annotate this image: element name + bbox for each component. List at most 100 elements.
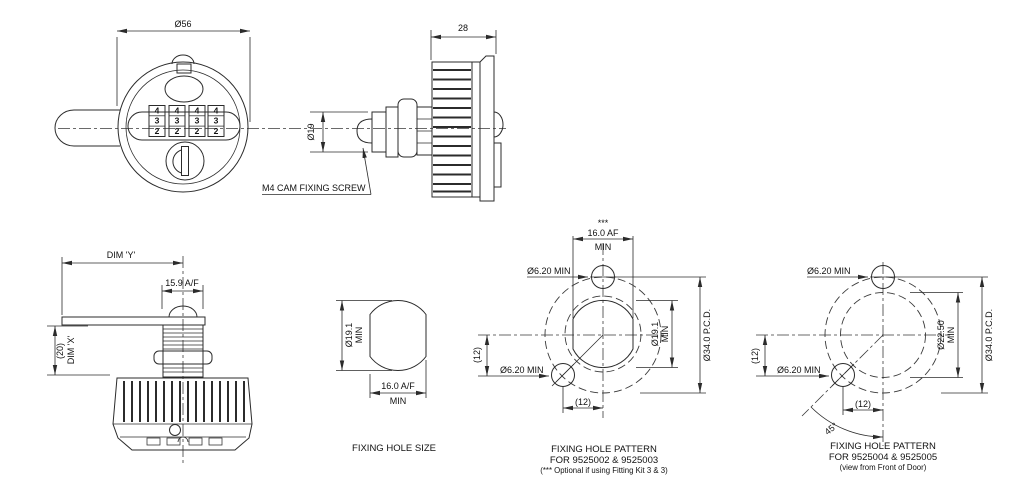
dial-digit: 3 — [195, 116, 200, 126]
shaft-cylinder — [371, 111, 387, 153]
dim-label: Ø19.1 — [650, 322, 660, 347]
dim-hole-diameter: Ø19.1 MIN — [336, 300, 392, 371]
screw-label: M4 CAM FIXING SCREW — [262, 183, 366, 193]
fixing-hole-bottom — [831, 363, 855, 387]
dial-digit: 4 — [155, 105, 160, 115]
dim-offset-vertical: (12) — [750, 335, 768, 376]
rear-window — [188, 437, 203, 446]
shaft-dome — [168, 305, 198, 318]
dim-pcd: Ø34.0 P.C.D. — [895, 276, 994, 394]
fixing-hole-bottom — [551, 363, 575, 387]
knob-ribs — [433, 69, 471, 193]
dim-diameter-56: Ø56 — [116, 19, 251, 122]
dial-wheel — [168, 105, 186, 137]
dim-label: Ø19 — [306, 123, 316, 140]
dim-depth-28: 28 — [430, 23, 497, 60]
dim-label: (12) — [472, 347, 482, 363]
dim-label: DIM 'X' — [66, 336, 76, 365]
dim-label: (20) — [55, 343, 65, 359]
dim-label: 16.0 AF — [587, 228, 619, 238]
dial-wheel — [207, 105, 225, 137]
top-tab-slot — [176, 63, 192, 74]
knob-rear — [112, 377, 253, 451]
dim-center-hole: Ø19.1 MIN — [636, 300, 678, 368]
dim-label: 28 — [458, 23, 468, 33]
cam-view: DIM 'Y' 15.9 A/F (20) DIM 'X' — [47, 250, 253, 463]
view-caption-note: (view from Front of Door) — [840, 463, 927, 472]
dim-label: MIN — [354, 327, 364, 344]
pcd-circle — [824, 276, 942, 394]
dim-inner-circle: Ø22.50 MIN — [910, 292, 963, 378]
hole-pattern-b: Ø6.20 MIN Ø6.20 MIN (12) (12) 45° Ø22.50… — [750, 262, 994, 472]
dial-digit: 3 — [175, 116, 180, 126]
dim-pcd: Ø34.0 P.C.D. — [615, 276, 712, 394]
back-boss — [493, 111, 504, 138]
knob-drum — [431, 61, 473, 198]
center-double-d-hole — [572, 299, 634, 369]
dial-digit: 2 — [214, 126, 219, 136]
lock-body-inner — [125, 69, 241, 185]
dim-label: Ø34.0 P.C.D. — [702, 309, 712, 361]
callout-hole-bottom: Ø6.20 MIN — [756, 365, 829, 379]
dial-digit: 2 — [195, 126, 200, 136]
dim-shaft-diameter-19: Ø19 — [306, 111, 368, 153]
view-caption: FIXING HOLE PATTERN — [830, 441, 936, 452]
dim-label: (12) — [575, 397, 591, 407]
pcd-circle — [544, 276, 662, 394]
dim-hole-flats: 16.0 A/F MIN — [369, 360, 427, 406]
dim-label: MIN — [946, 327, 956, 344]
dial-wheel — [188, 105, 206, 137]
view-caption: FOR 9525004 & 9525005 — [829, 452, 937, 463]
dim-label: 15.9 A/F — [165, 278, 199, 288]
rear-notch — [177, 436, 189, 443]
dial-digit: 4 — [214, 105, 219, 115]
dim-label: Ø19.1 — [344, 323, 354, 348]
dim-x: (20) DIM 'X' — [47, 325, 110, 376]
view-caption-note: (*** Optional if using Fitting Kit 3 & 3… — [540, 466, 668, 475]
dim-label: Ø34.0 P.C.D. — [984, 309, 994, 361]
dim-label: MIN — [595, 242, 612, 252]
dim-label: Ø6.20 MIN — [500, 365, 544, 375]
dim-angle-45: 45° — [810, 406, 884, 440]
dim-label: Ø6.20 MIN — [527, 266, 571, 276]
rear-window — [208, 437, 223, 446]
rear-pin-hole — [169, 424, 181, 436]
dim-label: Ø56 — [174, 19, 191, 29]
dim-label: MIN — [390, 396, 407, 406]
mounting-nut — [397, 98, 418, 158]
knob-rim — [471, 61, 481, 198]
cam-bar — [61, 316, 206, 326]
side-view: 28 Ø19 M4 CAM — [262, 23, 504, 202]
dial-digit: 2 — [155, 126, 160, 136]
screw-callout: M4 CAM FIXING SCREW — [262, 147, 372, 195]
callout-hole-bottom: Ø6.20 MIN — [478, 365, 549, 379]
shaft-step — [385, 106, 399, 158]
callout-hole-top: Ø6.20 MIN — [527, 266, 588, 280]
lock-body-outer — [117, 61, 249, 193]
dim-y: DIM 'Y' — [61, 250, 183, 315]
front-view: 4 3 2 4 3 2 4 3 2 4 3 2 — [54, 19, 251, 193]
dim-label: Ø6.20 MIN — [807, 266, 851, 276]
key-slot-bar — [181, 146, 189, 176]
dim-offset-vertical: (12) — [472, 335, 490, 376]
dial-digit: 4 — [195, 105, 200, 115]
dim-label: 16.0 A/F — [381, 381, 415, 391]
dial-digit: 2 — [175, 126, 180, 136]
dim-offset-horizontal: (12) — [562, 387, 603, 413]
dim-15-9-af: 15.9 A/F — [161, 278, 204, 309]
callout-hole-top: Ø6.20 MIN — [807, 266, 868, 280]
body-circle — [564, 295, 642, 373]
cam-behind — [493, 142, 502, 188]
dim-offset-horizontal: (12) — [842, 387, 883, 415]
dim-label: Ø22.50 — [936, 320, 946, 350]
dial-digit: 3 — [214, 116, 219, 126]
hex-nut — [153, 350, 213, 365]
dim-label: MIN — [660, 326, 670, 343]
thread-lines — [163, 328, 203, 373]
combination-dials: 4 3 2 4 3 2 4 3 2 4 3 2 — [148, 105, 225, 137]
hole-size-view: Ø19.1 MIN 16.0 A/F MIN FIXING HOLE SIZE — [336, 300, 436, 454]
dial-digit: 4 — [175, 105, 180, 115]
dim-label: (12) — [855, 399, 871, 409]
